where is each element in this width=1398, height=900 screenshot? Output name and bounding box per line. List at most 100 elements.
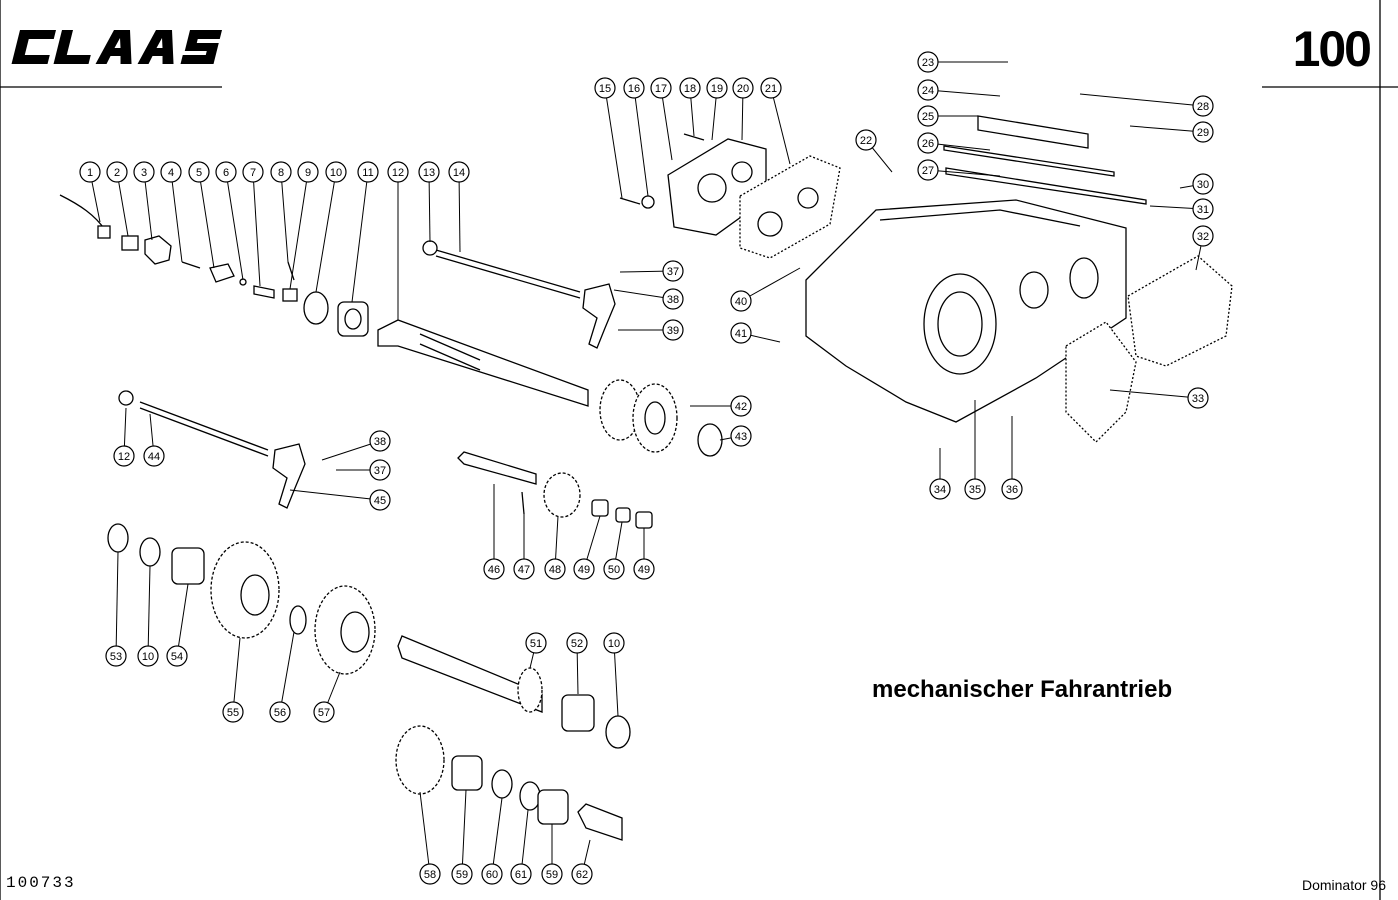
callout-number: 20: [737, 83, 749, 95]
part-callout-1: 1: [79, 161, 101, 223]
part-callout-47: 47: [513, 514, 535, 580]
sleeve-part: [209, 263, 235, 283]
callout-circle: [1192, 121, 1214, 143]
part-callout-48: 48: [544, 515, 566, 580]
callout-circle: [79, 161, 101, 183]
part-callout-38: 38: [321, 430, 391, 461]
part-callout-30: 30: [1179, 173, 1214, 195]
callout-circle: [662, 319, 684, 341]
part-callout-37: 37: [619, 260, 684, 282]
callout-circle: [541, 863, 563, 885]
callout-number: 40: [735, 296, 747, 308]
callout-number: 8: [278, 167, 284, 179]
callout-number: 31: [1197, 204, 1209, 216]
callout-number: 23: [922, 57, 934, 69]
part-callout-52: 52: [566, 632, 588, 695]
housing-part: [144, 235, 172, 265]
leader-line: [927, 169, 1001, 177]
leader-line: [143, 171, 153, 241]
part-callout-27: 27: [917, 159, 1001, 181]
pin-part: [253, 285, 275, 299]
part-callout-49: 49: [573, 515, 601, 580]
part-callout-38: 38: [613, 288, 684, 310]
callout-circle: [730, 395, 752, 417]
part-callout-39: 39: [618, 319, 684, 341]
output-shaft: [397, 635, 543, 713]
part-callout-18: 18: [679, 77, 701, 137]
plate-gasket: [943, 145, 1115, 177]
callout-number: 12: [392, 167, 404, 179]
callout-circle: [269, 701, 291, 723]
callout-circle: [133, 161, 155, 183]
leader-line: [252, 171, 261, 287]
page-number: 100: [1292, 21, 1372, 77]
part-callout-41: 41: [730, 322, 781, 344]
part-callout-37: 37: [336, 459, 391, 481]
callout-number: 10: [330, 167, 342, 179]
callout-circle: [1192, 225, 1214, 247]
callout-number: 9: [305, 167, 311, 179]
callout-number: 10: [608, 638, 620, 650]
callout-number: 57: [318, 707, 330, 719]
part-callout-10: 10: [603, 632, 625, 717]
callout-number: 28: [1197, 101, 1209, 113]
circlip: [697, 423, 723, 457]
main-shaft: [377, 319, 589, 407]
callout-number: 24: [922, 85, 934, 97]
callout-circle: [1192, 198, 1214, 220]
leader-line: [198, 171, 215, 269]
callout-circle: [160, 161, 182, 183]
callout-number: 49: [578, 564, 590, 576]
brand-logo: [11, 30, 223, 64]
machine-model: Dominator 96: [1301, 877, 1386, 893]
leader-line: [1109, 389, 1199, 399]
callout-number: 60: [486, 869, 498, 881]
bush-part: [282, 288, 298, 302]
roller-bearing: [171, 547, 205, 585]
leader-line: [633, 87, 649, 197]
callout-circle: [369, 430, 391, 452]
part-callout-19: 19: [706, 77, 728, 141]
callout-circle: [730, 425, 752, 447]
part-callout-8: 8: [270, 161, 292, 263]
callout-number: 2: [114, 167, 120, 179]
callout-number: 56: [274, 707, 286, 719]
callout-circle: [418, 161, 440, 183]
callout-circle: [566, 632, 588, 654]
o-ring-part: [303, 291, 329, 325]
callout-circle: [917, 132, 939, 154]
part-callout-34: 34: [929, 448, 951, 500]
callout-number: 32: [1197, 231, 1209, 243]
callout-number: 7: [250, 167, 256, 179]
leader-line: [660, 87, 673, 161]
part-callout-3: 3: [133, 161, 155, 241]
callout-circle: [855, 129, 877, 151]
callout-circle: [525, 632, 547, 654]
part-callout-6: 6: [215, 161, 244, 281]
callout-circle: [143, 445, 165, 467]
callout-number: 30: [1197, 179, 1209, 191]
callout-circle: [929, 478, 951, 500]
callout-number: 13: [423, 167, 435, 179]
callout-circle: [297, 161, 319, 183]
callout-circle: [679, 77, 701, 99]
leader-line: [116, 171, 129, 237]
part-callout-62: 62: [571, 839, 593, 885]
idler-gear: [543, 472, 581, 518]
callout-number: 3: [141, 167, 147, 179]
part-callout-25: 25: [917, 105, 978, 127]
part-callout-59: 59: [451, 789, 473, 885]
callout-circle: [222, 701, 244, 723]
leader-line: [520, 809, 529, 875]
callout-number: 10: [142, 651, 154, 663]
callout-circle: [1187, 387, 1209, 409]
callout-number: 15: [599, 83, 611, 95]
callout-circle: [137, 645, 159, 667]
part-callout-2: 2: [106, 161, 129, 237]
bearing-part: [337, 301, 369, 337]
top-plate: [977, 115, 1089, 149]
leader-line: [419, 791, 431, 875]
part-callout-60: 60: [481, 797, 503, 885]
shift-fork-upper: [582, 283, 616, 349]
